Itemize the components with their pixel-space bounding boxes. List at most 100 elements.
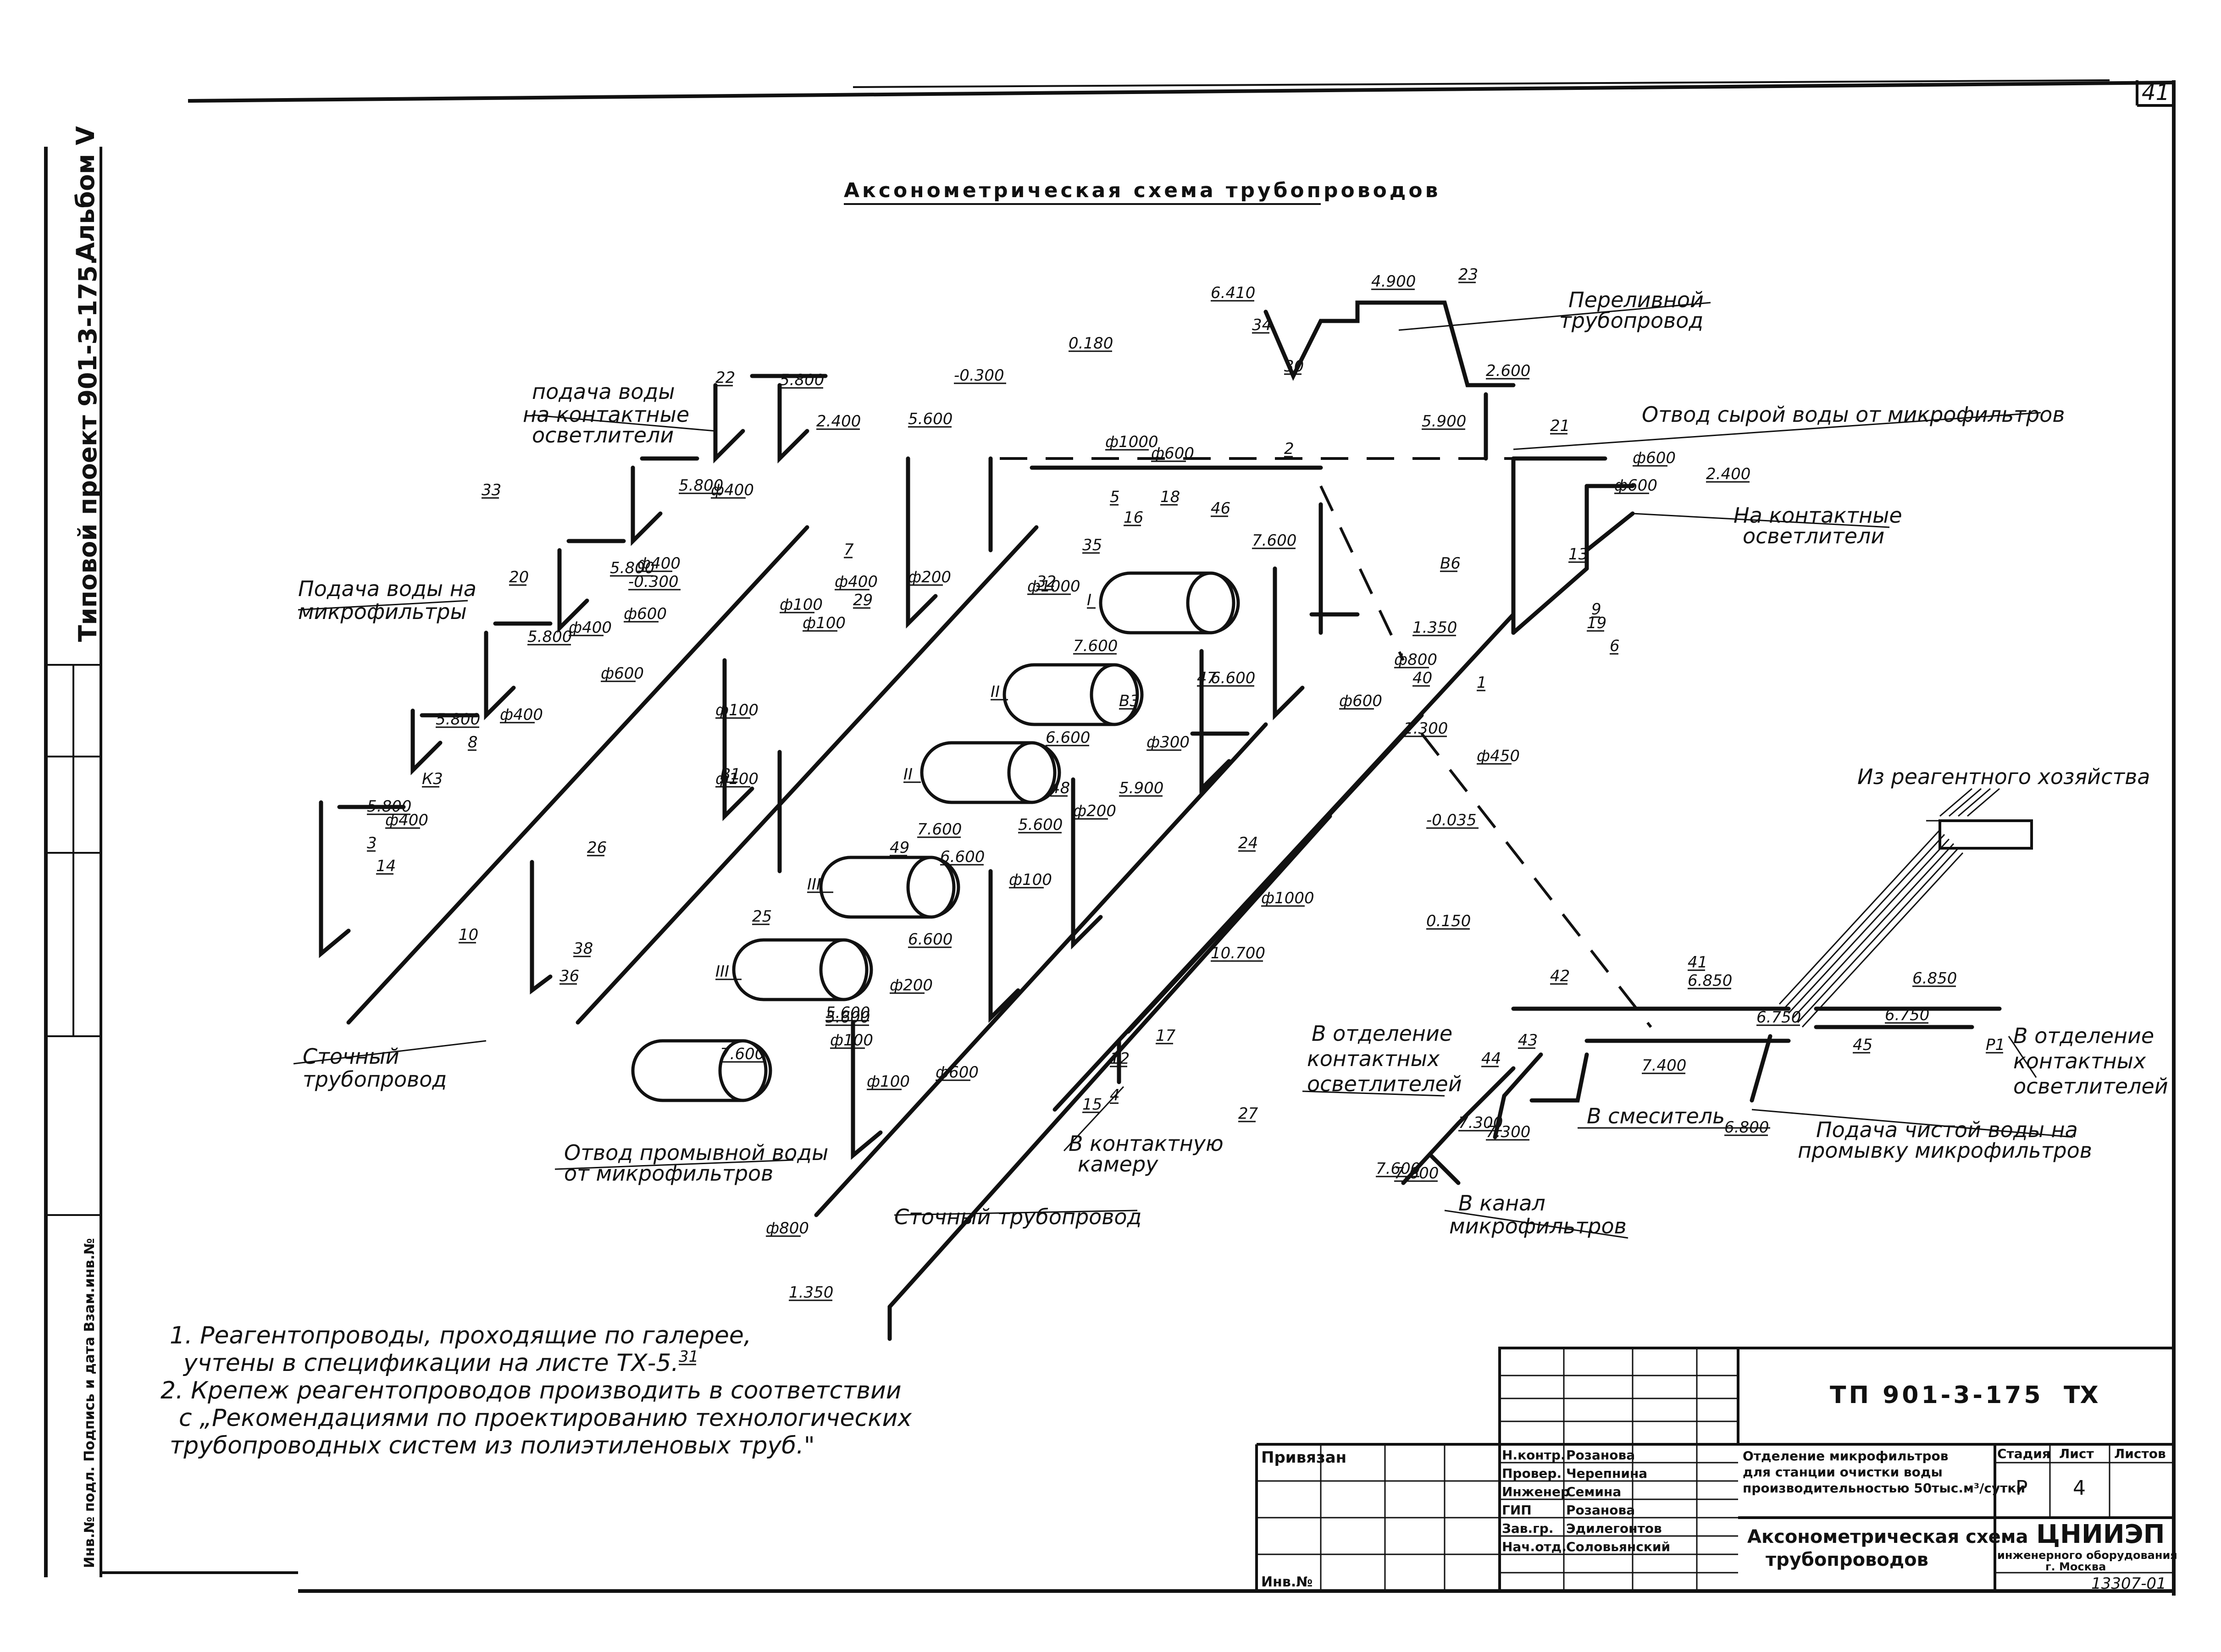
tb-object-1: Отделение микрофильтров [1743,1448,1948,1464]
position-mark-37: 42 [1550,967,1570,985]
tb-privyazan: Привязан [1261,1448,1346,1467]
tank-mark-2: II [903,765,913,784]
note-line-1: 1. Реагентопроводы, проходящие по галере… [170,1322,751,1349]
tb-name-1: Розанова [1566,1448,1635,1463]
tb-drawing-no: 13307-01 [2091,1575,2166,1593]
elevation-mark-27: -0.035 [1426,811,1477,829]
label-contact-chamber-2: камеру [1078,1152,1158,1177]
elevation-mark-34: 7.600 [1376,1160,1420,1178]
tb-object-3: производительностью 50тыс.м³/сутки [1743,1481,2025,1496]
drawing-title: Аксонометрическая схема трубопроводов [844,179,1440,202]
diameter-mark-25: ф800 [766,1219,809,1238]
position-mark-22: 24 [1238,834,1258,852]
position-mark-41: 46 [1211,499,1230,518]
tb-sheet-title-1: Аксонометрическая схема [1747,1526,2028,1547]
position-mark-35: 40 [1412,669,1432,687]
label-supply-micro-2: микрофильтры [298,599,467,624]
diameter-mark-7: ф400 [569,619,612,637]
label-wash-drain-1: Отвод промывной воды [564,1140,828,1165]
tb-mark: ТХ [2064,1381,2099,1409]
label-contact-clarifiers-2: осветлители [1743,524,1884,548]
diameter-mark-22: ф100 [830,1031,873,1050]
elevation-mark-10: 2.400 [816,412,861,431]
tb-sheet-value: 4 [2073,1476,2086,1500]
label-overflow-2: трубопровод [1559,308,1703,333]
tb-object-2: для станции очистки воды [1743,1464,1943,1480]
flow-labels: подача воды на контактные осветлители По… [298,287,2168,1238]
elevation-mark-26: 1.300 [1403,719,1448,738]
line-code-mark-1: В1 [720,765,741,784]
line-code-mark-4: Р1 [1986,1036,2005,1054]
tb-role-5: Зав.гр. [1502,1521,1553,1536]
diameter-mark-10: ф600 [601,664,644,683]
side-inventory-label: Инв.№ подл. Подпись и дата Взам.инв.№ [82,1238,98,1568]
diameter-mark-19: ф1000 [1027,577,1080,596]
position-mark-23: 25 [752,907,772,926]
label-sewer-pipe: Сточный трубопровод [894,1204,1141,1229]
reagent-bundle [1778,788,2033,1028]
position-mark-8: 9 [1591,600,1601,619]
tank-mark-3: III [807,875,821,894]
line-code-mark-0: К3 [422,770,443,788]
label-supply-micro-1: Подача воды на [298,576,476,601]
elevation-mark-17: 6.600 [1046,729,1090,747]
label-drain-2: трубопровод [303,1067,447,1092]
label-supply-contact-2: на контактные [523,402,689,427]
diameter-mark-28: ф400 [835,573,878,591]
tb-role-3: Инженер [1502,1484,1570,1499]
position-mark-21: 23 [1458,265,1478,284]
elevation-mark-21: 5.600 [1018,816,1063,834]
elevation-mark-0: 6.410 [1211,284,1255,302]
tb-name-3: Семина [1566,1484,1621,1499]
elevation-mark-6: 5.800 [610,559,654,577]
diameter-mark-3: ф600 [1614,476,1657,495]
diameter-mark-8: ф400 [500,706,543,724]
position-mark-9: 10 [459,926,478,944]
elevation-mark-32: 6.750 [1885,1006,1929,1024]
elevation-mark-18: 5.900 [1119,779,1163,797]
elevation-mark-13: -0.300 [628,573,679,591]
tb-org: ЦНИИЭП [2036,1519,2165,1549]
position-mark-17: 19 [1587,614,1606,632]
elevation-mark-40: 1.350 [789,1283,833,1302]
label-overflow-1: Переливной [1568,287,1704,312]
diameter-mark-9: ф400 [385,811,428,829]
sheet-number: 41 [2142,80,2170,105]
leader-lines [293,302,2073,1239]
label-dept-left-1: В отделение [1312,1021,1452,1046]
elevation-mark-36: 7.600 [1394,1164,1439,1182]
elevation-mark-24: 7.600 [720,1045,764,1063]
label-to-channel-2: микрофильтров [1449,1214,1627,1238]
elevation-mark-23: 5.600 [825,1008,870,1027]
position-mark-2: 3 [367,834,377,852]
position-mark-16: 18 [1160,488,1180,506]
diameter-mark-4: ф400 [711,481,754,499]
elevation-mark-2: 2.600 [1486,362,1530,380]
label-to-channel-1: В канал [1458,1191,1545,1216]
position-mark-12: 14 [376,857,396,875]
elevation-mark-28: 7.300 [1486,1123,1530,1141]
label-dept-left-2: контактных [1307,1046,1440,1071]
label-drain-1: Сточный [303,1044,399,1069]
elevation-mark-41: 10.700 [1211,944,1265,962]
diameter-mark-2: ф600 [1633,449,1676,467]
position-mark-44: 49 [890,839,909,857]
position-mark-0: 1 [1477,674,1487,692]
elevation-mark-5: 5.800 [679,476,723,495]
position-mark-28: 31 [679,1348,698,1366]
tb-inv: Инв.№ [1261,1574,1313,1590]
position-mark-38: 43 [1518,1031,1538,1050]
notes: 1. Реагентопроводы, проходящие по галере… [161,1322,912,1459]
tb-role-4: ГИП [1502,1503,1532,1518]
position-mark-33: 36 [559,967,579,985]
tb-role-6: Нач.отд. [1502,1539,1567,1554]
position-mark-30: 33 [482,481,501,499]
frame [44,79,2176,1596]
elevation-mark-12: -0.300 [954,366,1004,385]
tb-name-4: Розанова [1566,1503,1635,1518]
position-mark-26: 29 [853,591,873,609]
diameter-mark-1: ф1000 [1105,433,1158,451]
diameter-mark-27: ф200 [890,976,933,995]
tank-mark-1: II [991,683,1000,701]
